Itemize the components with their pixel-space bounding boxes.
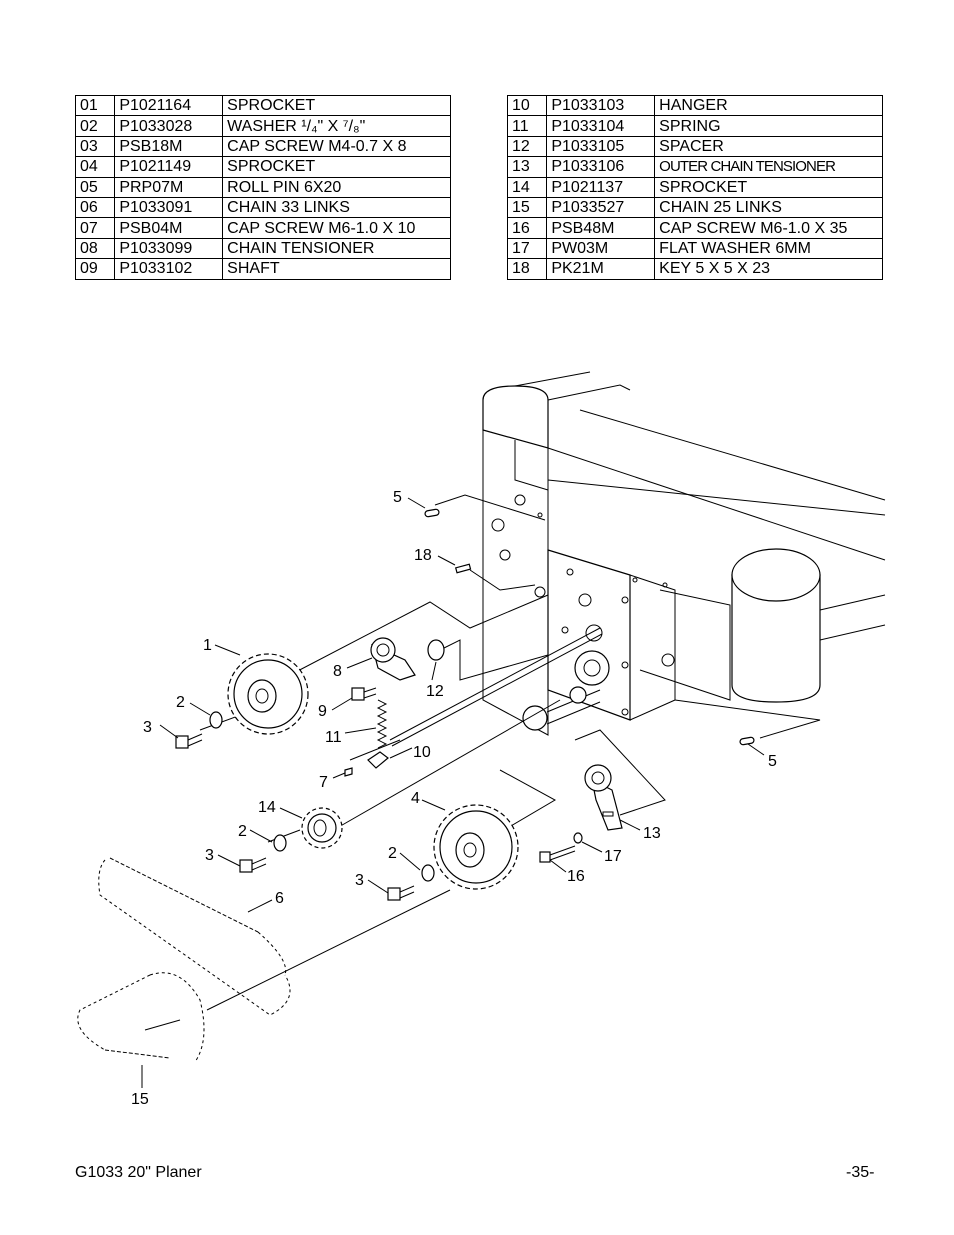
callout-14: 14 <box>258 799 276 816</box>
callout-leaders <box>141 497 765 1088</box>
hanger-10 <box>367 751 389 769</box>
roll-pin-5b <box>739 736 755 746</box>
callout-8: 8 <box>333 663 342 680</box>
callout-3b: 3 <box>205 847 214 864</box>
key-18 <box>454 563 472 574</box>
callout-16: 16 <box>567 868 585 885</box>
callout-17: 17 <box>604 848 622 865</box>
callout-7: 7 <box>319 774 328 791</box>
callout-18: 18 <box>414 547 432 564</box>
sprocket-1 <box>227 653 309 735</box>
callout-1: 1 <box>203 637 212 654</box>
callout-10: 10 <box>413 744 431 761</box>
callout-3: 3 <box>143 719 152 736</box>
roll-pin-5a <box>424 508 440 518</box>
callout-15: 15 <box>131 1091 149 1108</box>
washer-2b <box>273 834 287 852</box>
callout-9: 9 <box>318 703 327 720</box>
screw-7 <box>344 767 353 777</box>
callout-5: 5 <box>393 489 402 506</box>
callout-labels: 5 18 1 8 12 2 3 9 11 10 7 5 4 13 14 2 3 … <box>131 489 777 1108</box>
washer-17 <box>573 832 583 844</box>
sprocket-4 <box>433 804 519 890</box>
spacer-12 <box>427 639 445 661</box>
chain-6 <box>98 857 291 1016</box>
callout-2: 2 <box>176 694 185 711</box>
callout-13: 13 <box>643 825 661 842</box>
spring-11 <box>376 699 388 749</box>
callout-5b: 5 <box>768 753 777 770</box>
housing-cylinder <box>731 548 886 703</box>
footer-model-title: G1033 20" Planer <box>75 1164 202 1181</box>
chain-15 <box>77 972 205 1063</box>
callout-2c: 2 <box>388 845 397 862</box>
shaft <box>389 627 603 747</box>
chain-tensioner-8 <box>370 637 416 681</box>
sprocket-14 <box>301 807 343 849</box>
alignment-lines <box>199 494 821 1011</box>
footer-page-number: -35- <box>846 1164 875 1181</box>
outer-chain-tensioner-13 <box>584 764 623 831</box>
screw-16 <box>539 845 576 863</box>
callout-12: 12 <box>426 683 444 700</box>
screw-3c <box>387 885 415 901</box>
washer-2a <box>209 711 223 729</box>
callout-4: 4 <box>411 790 420 807</box>
callout-3c: 3 <box>355 872 364 889</box>
machine-housing <box>482 371 886 736</box>
screw-3b <box>239 857 267 873</box>
washer-2c <box>421 864 435 882</box>
screw-9 <box>351 687 377 701</box>
screw-3a <box>175 733 203 749</box>
callout-11: 11 <box>325 729 342 746</box>
callout-2b: 2 <box>238 823 247 840</box>
callout-6: 6 <box>275 890 284 907</box>
